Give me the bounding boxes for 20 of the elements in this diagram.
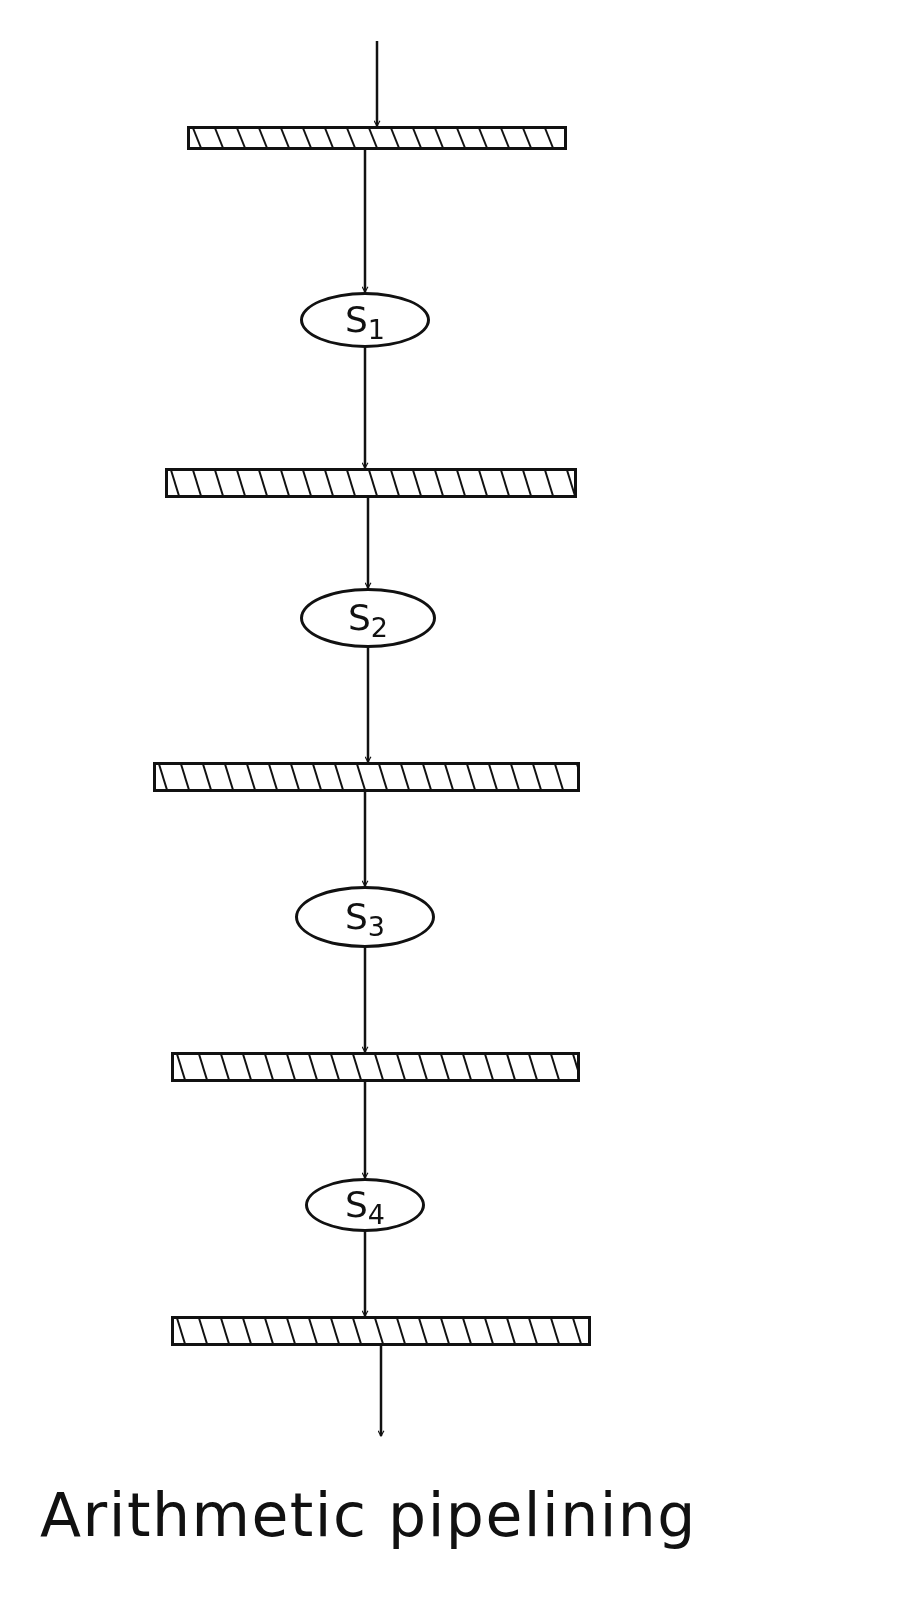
stage-label: S$_{1}$ xyxy=(344,300,385,340)
arrow xyxy=(361,1232,369,1317)
arrow xyxy=(364,498,372,589)
arrow xyxy=(373,41,381,127)
register-bar xyxy=(165,468,577,498)
register-bar xyxy=(153,762,580,792)
stage-label: S$_{3}$ xyxy=(344,897,385,937)
register-bar xyxy=(171,1052,580,1082)
arrow xyxy=(361,348,369,469)
arrow xyxy=(361,948,369,1053)
arrow xyxy=(361,150,369,293)
stage-label: S$_{2}$ xyxy=(347,598,388,638)
caption: Arithmetic pipelining xyxy=(40,1479,697,1552)
register-bar xyxy=(187,126,567,150)
arrow xyxy=(377,1346,385,1437)
arrow xyxy=(364,648,372,763)
stage-label: S$_{4}$ xyxy=(344,1185,385,1225)
arrow xyxy=(361,1082,369,1179)
arrow xyxy=(361,792,369,887)
register-bar xyxy=(171,1316,591,1346)
